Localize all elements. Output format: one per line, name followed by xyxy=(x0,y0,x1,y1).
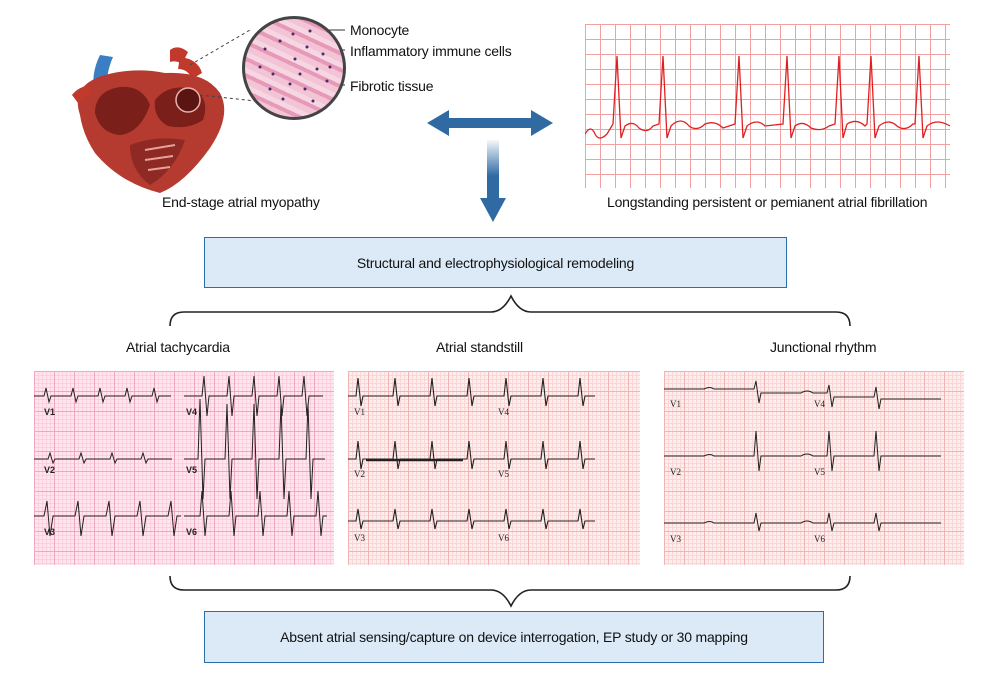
lead-label: V3 xyxy=(354,533,365,543)
remodeling-box: Structural and electrophysiological remo… xyxy=(204,237,787,288)
label-monocyte: Monocyte xyxy=(350,22,410,38)
ecg-atrial-tachycardia: V1 V4 V2 V5 V3 V6 xyxy=(34,371,334,565)
ecg-junctional-rhythm: V1 V4 V2 V5 V3 V6 xyxy=(664,371,964,565)
ecg-atrial-standstill: V1 V4 V2 V5 V3 V6 xyxy=(348,371,640,565)
label-fibrotic-tissue: Fibrotic tissue xyxy=(350,78,434,94)
af-caption: Longstanding persistent or pemianent atr… xyxy=(607,194,928,210)
lead-label: V6 xyxy=(186,527,198,537)
af-ecg-strip xyxy=(585,24,950,188)
lead-label: V5 xyxy=(814,467,825,477)
ecg-trace-junctional xyxy=(664,380,941,532)
absent-atrial-sensing-box: Absent atrial sensing/capture on device … xyxy=(204,611,824,663)
ecg-trace-tachycardia xyxy=(34,375,327,537)
lead-label: V4 xyxy=(814,399,825,409)
label-inflammatory-cells: Inflammatory immune cells xyxy=(350,43,512,59)
lead-label: V6 xyxy=(814,534,825,544)
af-ecg-trace xyxy=(585,55,950,139)
lead-label: V1 xyxy=(670,399,681,409)
lead-label: V4 xyxy=(186,407,198,417)
lead-label: V2 xyxy=(354,469,365,479)
lead-label: V4 xyxy=(498,407,509,417)
lead-label: V2 xyxy=(670,467,681,477)
title-atrial-tachycardia: Atrial tachycardia xyxy=(126,339,230,355)
heart-illustration xyxy=(60,45,240,195)
lead-label: V3 xyxy=(670,534,681,544)
bottom-brace xyxy=(169,575,851,608)
tissue-histology-circle xyxy=(242,16,346,120)
bidirectional-arrow-icon xyxy=(427,110,553,136)
lead-label: V2 xyxy=(44,465,56,475)
lead-label: V5 xyxy=(498,469,509,479)
absent-atrial-sensing-text: Absent atrial sensing/capture on device … xyxy=(280,629,748,645)
top-brace xyxy=(169,294,851,327)
title-junctional-rhythm: Junctional rhythm xyxy=(770,339,877,355)
lead-label: V3 xyxy=(44,527,56,537)
title-atrial-standstill: Atrial standstill xyxy=(436,339,523,355)
ecg-trace-standstill xyxy=(348,377,595,530)
lead-label: V1 xyxy=(354,407,365,417)
lead-label: V6 xyxy=(498,533,509,543)
lead-label: V5 xyxy=(186,465,198,475)
down-arrow-icon xyxy=(480,140,506,222)
remodeling-box-text: Structural and electrophysiological remo… xyxy=(356,254,635,271)
myopathy-caption: End-stage atrial myopathy xyxy=(162,194,320,210)
lead-label: V1 xyxy=(44,407,56,417)
